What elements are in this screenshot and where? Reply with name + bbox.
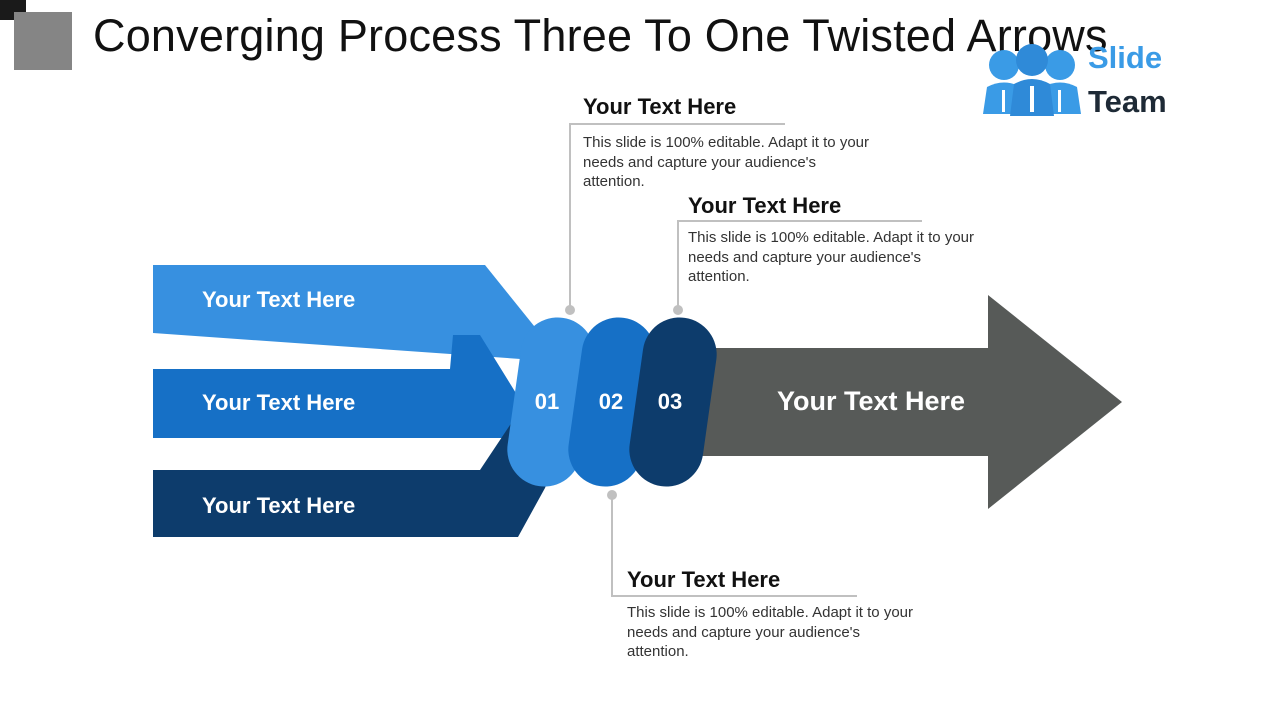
callout-connector-03 bbox=[673, 220, 922, 315]
callout-connector-02 bbox=[607, 490, 857, 597]
input-band-label-1: Your Text Here bbox=[202, 287, 356, 312]
twisted-ring-03 bbox=[629, 317, 717, 487]
step-number-01: 01 bbox=[534, 389, 560, 414]
callout-text-03: This slide is 100% editable. Adapt it to… bbox=[688, 229, 974, 285]
input-band-label-2: Your Text Here bbox=[202, 390, 356, 415]
three-people-icon bbox=[983, 44, 1081, 116]
output-arrow-label: Your Text Here bbox=[777, 386, 966, 416]
callout-text-01: This slide is 100% editable. Adapt it to… bbox=[583, 134, 869, 190]
callout-text-02: This slide is 100% editable. Adapt it to… bbox=[627, 604, 913, 660]
output-arrow bbox=[690, 295, 1122, 509]
callout-title-01: Your Text Here bbox=[583, 94, 737, 119]
title-accent-square bbox=[14, 12, 72, 70]
logo-text-team: Team bbox=[1088, 84, 1167, 119]
callout-title-03: Your Text Here bbox=[688, 193, 842, 218]
input-band-3 bbox=[153, 410, 575, 537]
callout-title-02: Your Text Here bbox=[627, 567, 781, 592]
callout-connector-01 bbox=[565, 123, 785, 315]
input-band-label-3: Your Text Here bbox=[202, 493, 356, 518]
step-number-02: 02 bbox=[598, 389, 624, 414]
step-number-03: 03 bbox=[657, 389, 683, 414]
slide-title: Converging Process Three To One Twisted … bbox=[93, 10, 1108, 61]
logo-text-slide: Slide bbox=[1088, 40, 1163, 75]
input-band-2 bbox=[153, 335, 540, 438]
